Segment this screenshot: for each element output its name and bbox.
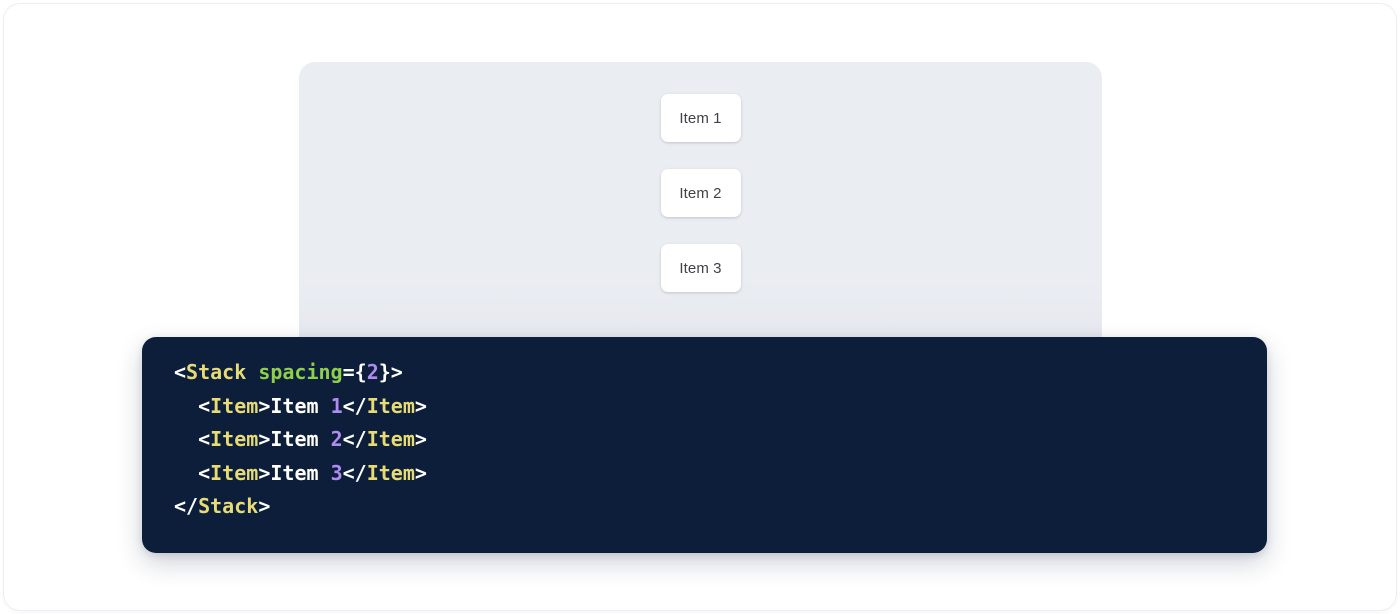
code-indent [174,461,198,485]
code-token-number: 2 [367,360,379,384]
stack-container: Item 1 Item 2 Item 3 [299,94,1102,292]
code-token-punctuation: > [258,461,270,485]
code-token-punctuation: > [415,427,427,451]
code-token-punctuation: > [415,461,427,485]
code-line: <Item>Item 2</Item> [174,423,1235,457]
code-token-text: Item [270,394,330,418]
code-line: </Stack> [174,490,1235,524]
component-preview-panel: Item 1 Item 2 Item 3 [299,62,1102,362]
code-token-punctuation: > [415,394,427,418]
code-token-punctuation: </ [343,394,367,418]
code-token-punctuation: < [174,360,186,384]
code-token-tag: Item [367,427,415,451]
code-token-punctuation: > [258,494,270,518]
code-lines: <Stack spacing={2}> <Item>Item 1</Item> … [174,356,1235,524]
code-token-punctuation: > [258,427,270,451]
code-token-tag: Item [367,461,415,485]
code-token-tag: Item [367,394,415,418]
code-line: <Item>Item 1</Item> [174,390,1235,424]
stack-item-label: Item 1 [679,111,721,126]
code-token-punctuation: </ [343,427,367,451]
stack-item-label: Item 2 [679,186,721,201]
code-token-punctuation: < [198,394,210,418]
stack-item[interactable]: Item 3 [661,244,741,292]
code-indent [174,427,198,451]
code-token-number: 3 [331,461,343,485]
code-token-text: Item [270,461,330,485]
code-token-tag: Stack [186,360,246,384]
code-token-tag: Item [210,461,258,485]
code-token-tag: Item [210,427,258,451]
page-frame: Item 1Item 2Item 3 <Stack spacing={2}> <… [4,4,1396,610]
code-indent [174,394,198,418]
code-line: <Stack spacing={2}> [174,356,1235,390]
code-token-text: Item [270,427,330,451]
stack-item[interactable]: Item 1 [661,94,741,142]
code-token-punctuation: </ [174,494,198,518]
code-token-punctuation: </ [343,461,367,485]
code-token-punctuation: ={ [343,360,367,384]
code-token-number: 1 [331,394,343,418]
code-token-attribute: spacing [258,360,342,384]
stack-item[interactable]: Item 2 [661,169,741,217]
code-token-number: 2 [331,427,343,451]
code-token-punctuation [246,360,258,384]
code-token-punctuation: > [258,394,270,418]
code-token-tag: Item [210,394,258,418]
code-snippet-block[interactable]: <Stack spacing={2}> <Item>Item 1</Item> … [142,337,1267,553]
code-line: <Item>Item 3</Item> [174,457,1235,491]
stack-item-label: Item 3 [679,261,721,276]
code-token-tag: Stack [198,494,258,518]
code-token-punctuation: < [198,427,210,451]
code-token-punctuation: }> [379,360,403,384]
code-token-punctuation: < [198,461,210,485]
